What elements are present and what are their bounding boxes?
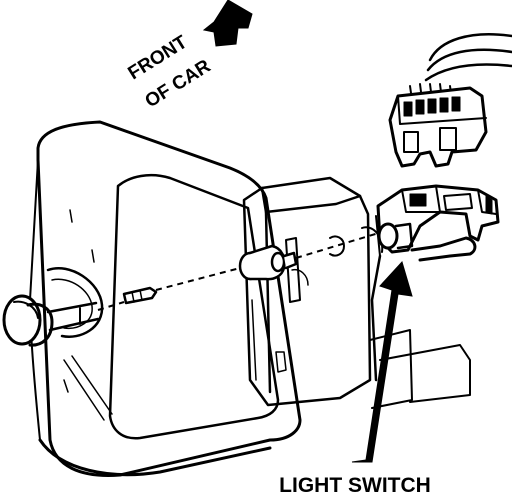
wiring-connector [388, 33, 512, 168]
front-of-car-arrow [202, 0, 253, 47]
light-switch-body [370, 184, 500, 382]
dashboard-panel [29, 120, 302, 477]
knob-assembly [2, 244, 298, 347]
assembly-axis-line [97, 231, 383, 311]
switch-housing-panel [242, 176, 471, 409]
light-switch-label: LIGHT SWITCH [279, 474, 431, 497]
switch-knob [2, 294, 42, 346]
knob-shaft-tip [122, 286, 158, 305]
light-switch-callout-arrow [351, 261, 413, 463]
retaining-nut [238, 244, 298, 281]
